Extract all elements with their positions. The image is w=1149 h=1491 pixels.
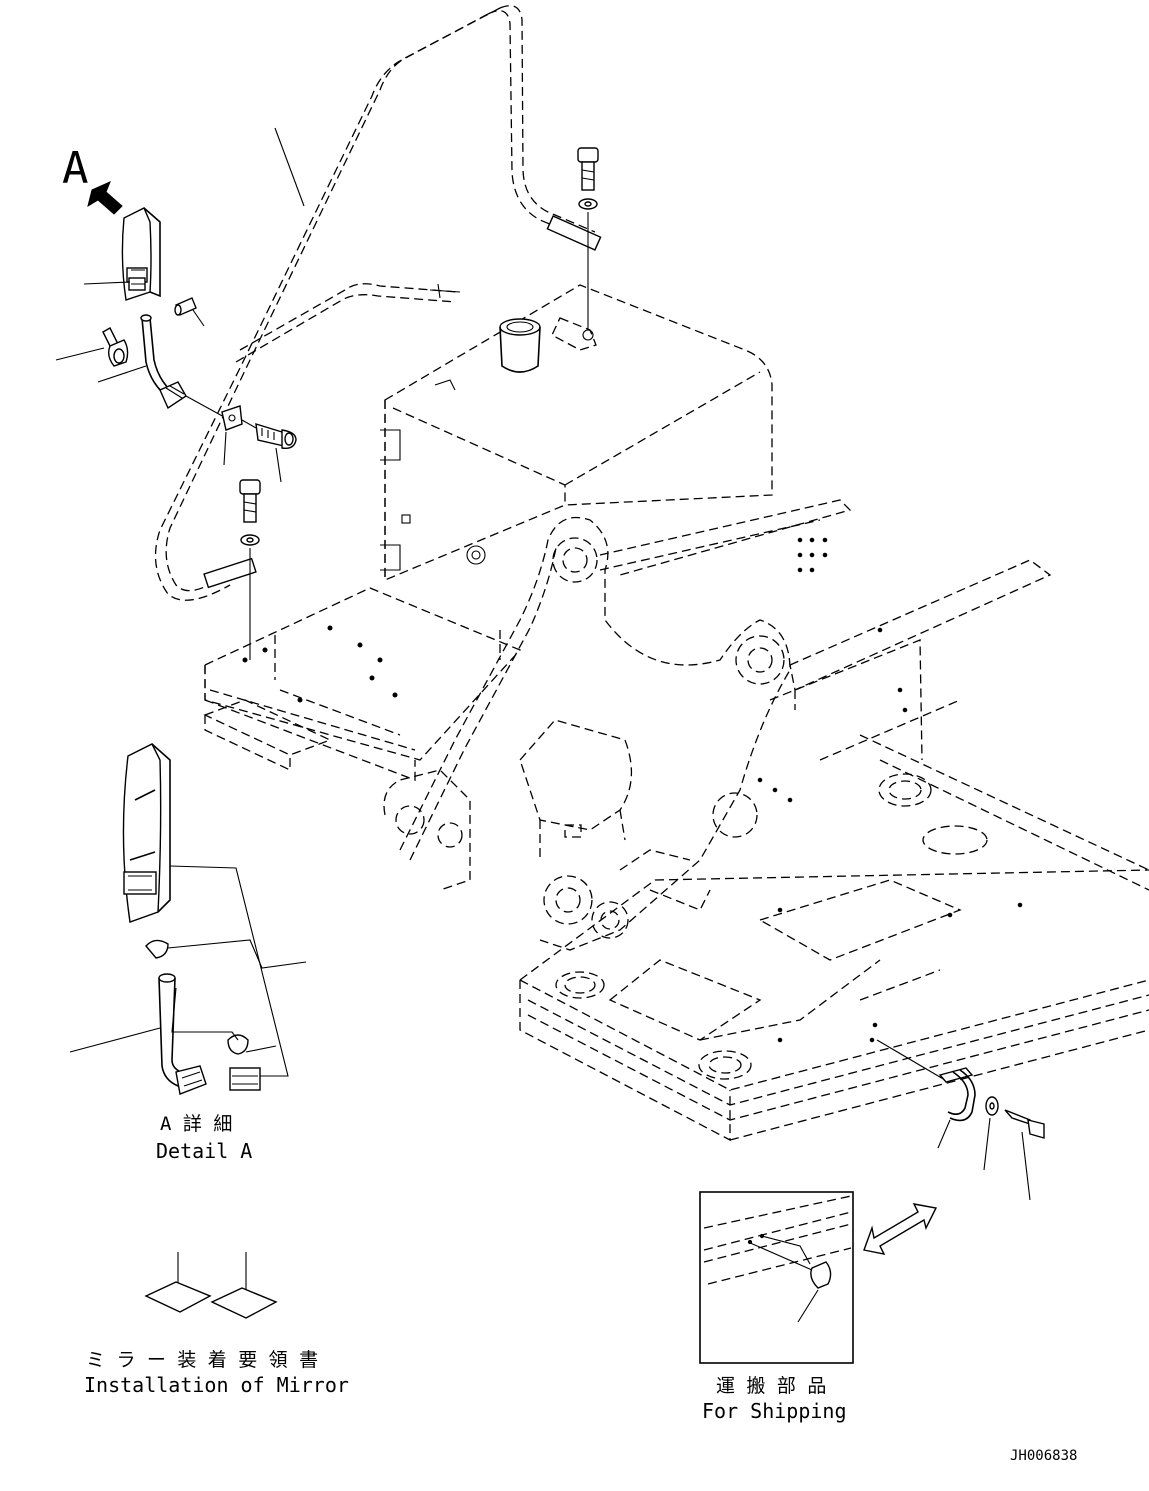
handrail-bolt-bottom <box>239 479 261 660</box>
mirror-install-title-en: Installation of Mirror <box>84 1373 349 1397</box>
main-frame <box>203 587 522 781</box>
lower-frame <box>519 849 1149 1142</box>
handrail <box>154 5 602 601</box>
shipping-inset <box>699 1191 938 1364</box>
handrail-bolt-top <box>577 147 599 330</box>
detail-title-jp: A 詳 細 <box>160 1113 232 1135</box>
shipping-hook <box>937 1067 1045 1201</box>
view-label-a: A <box>62 143 89 194</box>
side-frame <box>599 499 1149 891</box>
mirror-detail-a <box>69 743 307 1095</box>
boom-bracket <box>383 516 791 951</box>
fuel-tank <box>380 284 773 581</box>
mirror-manual-icons <box>144 1252 278 1319</box>
mirror-assembly-top <box>55 127 305 483</box>
shipping-title-en: For Shipping <box>702 1399 847 1423</box>
drawing-code: JH006838 <box>1010 1448 1077 1464</box>
detail-title-en: Detail A <box>156 1139 252 1163</box>
mirror-install-title-jp: ミ ラ ー 装 着 要 領 書 <box>86 1349 318 1371</box>
shipping-title-jp: 運 搬 部 品 <box>716 1375 826 1397</box>
